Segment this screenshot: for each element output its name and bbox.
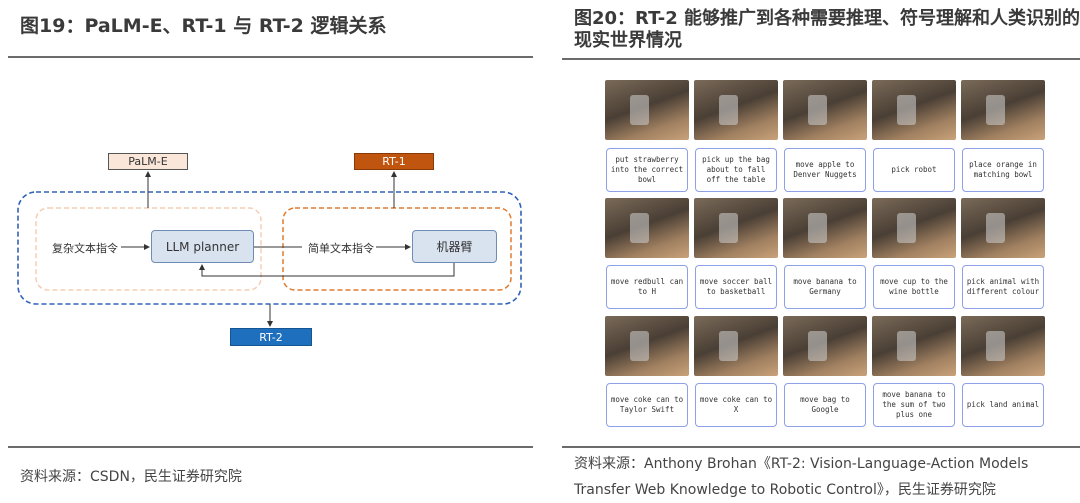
instruction-caption: move apple to Denver Nuggets	[784, 148, 866, 192]
figure20-source-line1: 资料来源：Anthony Brohan《RT-2: Vision-Languag…	[574, 456, 1029, 472]
instruction-caption: move bag to Google	[784, 383, 866, 427]
instruction-caption: move cup to the wine bottle	[873, 265, 955, 309]
feedback-arrow	[199, 263, 455, 277]
instruction-caption: pick robot	[873, 148, 955, 192]
complex-instruction-label: 复杂文本指令	[52, 242, 118, 255]
robot-scene-photo	[783, 316, 867, 376]
instruction-caption: pick up the bag about to fall off the ta…	[695, 148, 777, 192]
robot-scene-photo	[872, 198, 956, 258]
figure20-title: 图20：RT-2 能够推广到各种需要推理、符号理解和人类识别的现实世界情况	[574, 8, 1080, 51]
robot-scene-photo	[694, 80, 778, 140]
left-figure-panel: 图19：PaLM-E、RT-1 与 RT-2 逻辑关系 PaLM-E RT-1 …	[0, 0, 533, 503]
robot-scene-photo	[872, 80, 956, 140]
instruction-caption: move redbull can to H	[606, 265, 688, 309]
robot-scene-photo	[961, 316, 1045, 376]
instruction-caption: pick land animal	[962, 383, 1044, 427]
instruction-caption: move coke can to X	[695, 383, 777, 427]
robot-scene-photo	[694, 198, 778, 258]
robot-scene-photo	[872, 316, 956, 376]
llm-planner-box: LLM planner	[151, 230, 254, 263]
palm-e-box: PaLM-E	[108, 153, 188, 170]
figure20-source-line2: Transfer Web Knowledge to Robotic Contro…	[574, 482, 996, 498]
source-rule-right	[562, 446, 1080, 448]
instruction-caption: put strawberry into the correct bowl	[606, 148, 688, 192]
source-rule	[8, 446, 533, 448]
robot-arm-box: 机器臂	[412, 230, 497, 263]
robot-scene-photo	[605, 80, 689, 140]
instruction-caption: move soccer ball to basketball	[695, 265, 777, 309]
robot-scene-photo	[961, 198, 1045, 258]
instruction-caption: pick animal with different colour	[962, 265, 1044, 309]
instruction-caption: move banana to Germany	[784, 265, 866, 309]
rt2-box: RT-2	[230, 328, 312, 346]
robot-scene-photo	[605, 198, 689, 258]
relation-diagram	[17, 171, 522, 327]
instruction-caption: move coke can to Taylor Swift	[606, 383, 688, 427]
robot-scene-photo	[783, 80, 867, 140]
simple-instruction-label: 简单文本指令	[308, 242, 374, 255]
figure19-source: 资料来源：CSDN，民生证券研究院	[20, 469, 242, 485]
title-rule	[8, 56, 533, 58]
robot-scene-photo	[961, 80, 1045, 140]
figure19-title: 图19：PaLM-E、RT-1 与 RT-2 逻辑关系	[20, 15, 387, 37]
instruction-caption: move banana to the sum of two plus one	[873, 383, 955, 427]
instruction-caption: place orange in matching bowl	[962, 148, 1044, 192]
robot-scene-photo	[783, 198, 867, 258]
rt1-scope-box	[282, 207, 512, 291]
robot-scene-photo	[694, 316, 778, 376]
rt1-box: RT-1	[354, 153, 434, 170]
title-rule-right	[562, 58, 1080, 60]
robot-scene-photo	[605, 316, 689, 376]
right-figure-panel: 图20：RT-2 能够推广到各种需要推理、符号理解和人类识别的现实世界情况 pu…	[562, 0, 1080, 503]
